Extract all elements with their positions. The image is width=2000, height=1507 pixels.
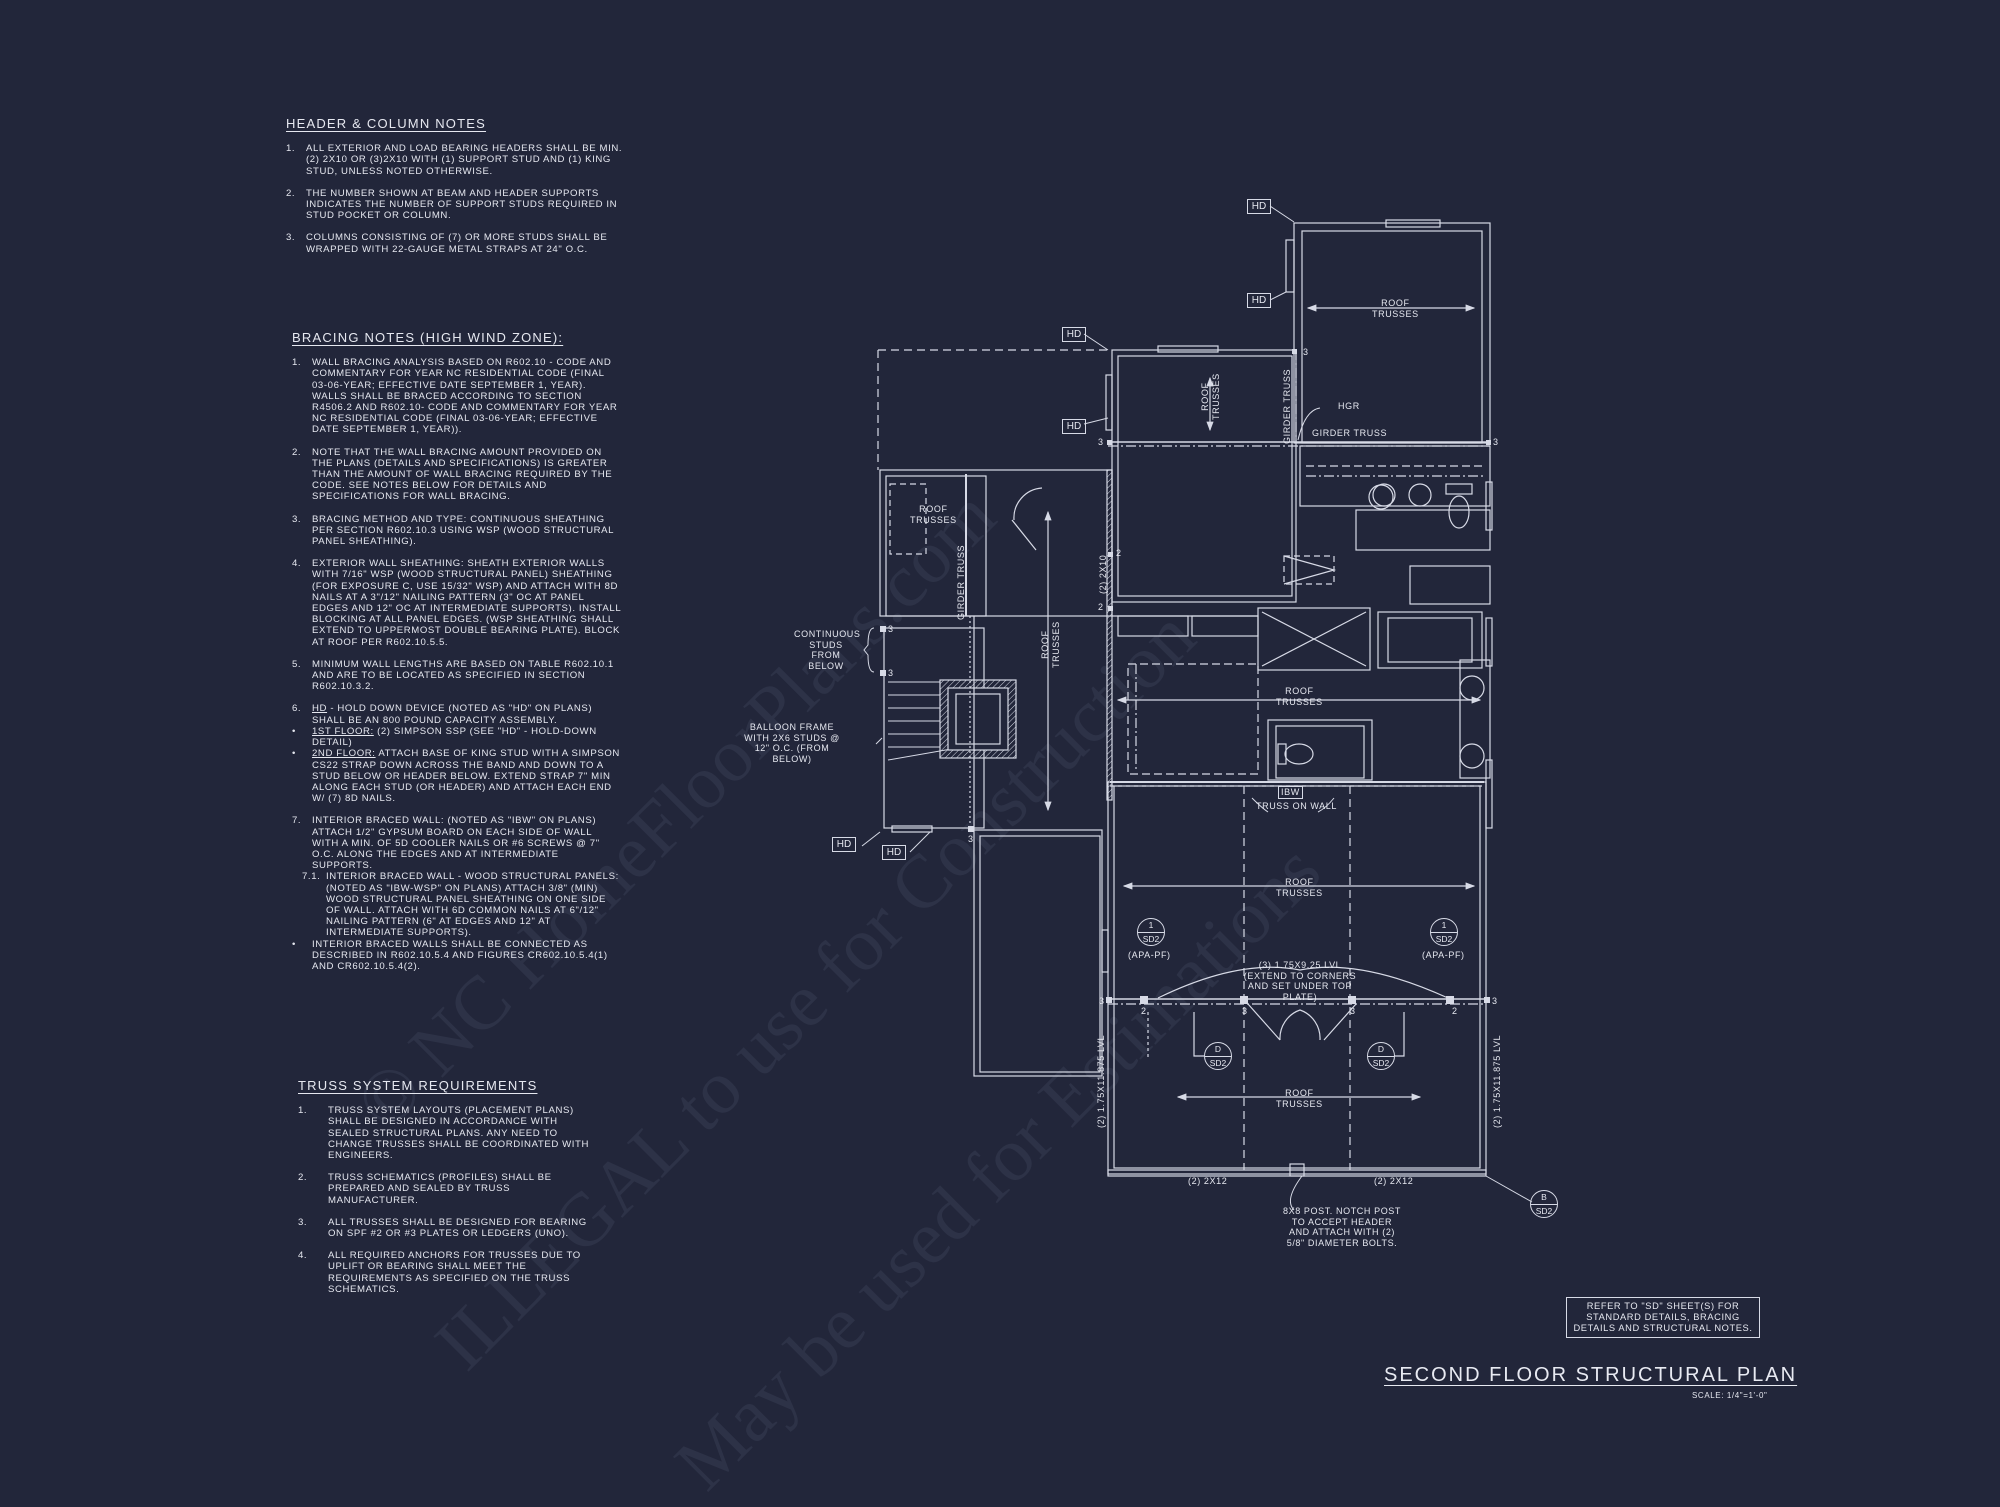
- shower: [1257, 607, 1371, 671]
- header-2x12-label-left: (2) 2x12: [1188, 1176, 1228, 1186]
- header-column-notes: HEADER & COLUMN NOTES 1.ALL EXTERIOR AND…: [286, 116, 626, 266]
- balloon-frame-note: BALLOON FRAME WITH 2x6 STUDS @ 12" O.C. …: [744, 722, 840, 764]
- truss-system-requirements: TRUSS SYSTEM REQUIREMENTS 1.TRUSS SYSTEM…: [298, 1078, 598, 1306]
- stud-count: 3: [1099, 996, 1105, 1006]
- apa-pf-label-right: (APA-PF): [1422, 950, 1465, 960]
- stud-count: 2: [1452, 1006, 1458, 1016]
- hold-down-tag: HD: [1247, 199, 1271, 214]
- wall-bedroom-upper: [1293, 222, 1491, 444]
- stud-count: 3: [1350, 1006, 1356, 1016]
- hold-down-tag: HD: [832, 837, 856, 852]
- stud-count: 3: [888, 624, 894, 634]
- stud-count: 3: [1098, 437, 1104, 447]
- stud-count: 3: [1303, 347, 1309, 357]
- bracing-note-5: 5.MINIMUM WALL LENGTHS ARE BASED ON TABL…: [292, 658, 614, 693]
- side-lvl-label-right: (2) 1.75x11.875 LVL: [1492, 1034, 1502, 1128]
- hold-down-tag: HD: [1247, 293, 1271, 308]
- roof-outline-dashed: [877, 349, 1112, 470]
- sheet-title: SECOND FLOOR STRUCTURAL PLAN: [1384, 1364, 1798, 1386]
- post-note: 8x8 POST. NOTCH POST TO ACCEPT HEADER AN…: [1282, 1206, 1402, 1248]
- lvl-beam-note: (3) 1.75x9.25 LVL (EXTEND TO CORNERS AND…: [1243, 960, 1357, 1002]
- stud-count: 2: [1116, 548, 1122, 558]
- truss-requirements-heading: TRUSS SYSTEM REQUIREMENTS: [298, 1078, 538, 1093]
- side-lvl-label-left: (2) 1.75x11.875 LVL: [1096, 1034, 1106, 1128]
- header-2x10-label: (2) 2x10: [1098, 554, 1108, 594]
- truss-note-3: 3.ALL TRUSSES SHALL BE DESIGNED FOR BEAR…: [298, 1216, 587, 1240]
- stud-count: 3: [888, 668, 894, 678]
- truss-on-wall-label: TRUSS ON WALL: [1256, 801, 1337, 811]
- reference-note-box: REFER TO "SD" SHEET(S) FOR STANDARD DETA…: [1566, 1297, 1760, 1338]
- bracing-note-ibw-connection: •INTERIOR BRACED WALLS SHALL BE CONNECTE…: [292, 938, 608, 972]
- hold-down-tag: HD: [1062, 419, 1086, 434]
- header-note-2: 2.THE NUMBER SHOWN AT BEAM AND HEADER SU…: [286, 187, 618, 222]
- stud-count: 2: [1098, 602, 1104, 612]
- bracing-note-6: 6.HD - HOLD DOWN DEVICE (NOTED AS "HD" O…: [292, 703, 593, 726]
- continuous-studs-note: CONTINUOUS STUDS FROM BELOW: [794, 629, 861, 671]
- bracing-note-3: 3.BRACING METHOD AND TYPE: CONTINUOUS SH…: [292, 513, 614, 548]
- bracing-note-2: 2.NOTE THAT THE WALL BRACING AMOUNT PROV…: [292, 446, 613, 503]
- girder-truss-label-vertical: GIRDER TRUSS: [1282, 368, 1292, 444]
- stud-count: 3: [1492, 996, 1498, 1006]
- bracing-notes-heading: BRACING NOTES (HIGH WIND ZONE):: [292, 330, 564, 345]
- sheet-scale: SCALE: 1/4"=1'-0": [1692, 1391, 1768, 1400]
- stud-count: 3: [1493, 437, 1499, 447]
- bracing-note-7: 7.INTERIOR BRACED WALL: (NOTED AS "IBW" …: [292, 815, 600, 872]
- truss-note-4: 4.ALL REQUIRED ANCHORS FOR TRUSSES DUE T…: [298, 1250, 581, 1295]
- hold-down-tag: HD: [1062, 327, 1086, 342]
- bracing-note-6-second-floor: •2ND FLOOR: ATTACH BASE OF KING STUD WIT…: [292, 748, 620, 805]
- apa-pf-label-left: (APA-PF): [1128, 950, 1171, 960]
- girder-truss-label-vertical: GIRDER TRUSS: [956, 544, 966, 620]
- bracing-notes: BRACING NOTES (HIGH WIND ZONE): 1.WALL B…: [292, 330, 622, 972]
- truss-note-2: 2.TRUSS SCHEMATICS (PROFILES) SHALL BE P…: [298, 1172, 552, 1206]
- bracing-note-6-first-floor: •1ST FLOOR: (2) SIMPSON SSP (SEE "HD" - …: [292, 725, 597, 749]
- ibw-tag: IBW: [1278, 786, 1303, 799]
- header-column-notes-heading: HEADER & COLUMN NOTES: [286, 116, 487, 131]
- header-2x12-label-right: (2) 2x12: [1374, 1176, 1414, 1186]
- bracing-note-1: 1.WALL BRACING ANALYSIS BASED ON R602.10…: [292, 357, 618, 436]
- stud-count: 3: [1242, 1006, 1248, 1016]
- truss-note-1: 1.TRUSS SYSTEM LAYOUTS (PLACEMENT PLANS)…: [298, 1105, 590, 1162]
- girder-truss-label: GIRDER TRUSS: [1312, 428, 1388, 438]
- stud-count: 3: [968, 834, 974, 844]
- hold-down-tag: HD: [882, 845, 906, 860]
- bracing-note-7-1: 7.1.INTERIOR BRACED WALL - WOOD STRUCTUR…: [302, 871, 619, 939]
- hanger-label: HGR: [1338, 401, 1360, 411]
- stud-count: 2: [1141, 1006, 1147, 1016]
- wall-bonus-room: [1107, 781, 1487, 1175]
- bathtub: [1377, 611, 1483, 669]
- bracing-note-4: 4.EXTERIOR WALL SHEATHING: SHEATH EXTERI…: [292, 558, 621, 648]
- header-note-1: 1.ALL EXTERIOR AND LOAD BEARING HEADERS …: [286, 143, 623, 177]
- header-note-3: 3.COLUMNS CONSISTING OF (7) OR MORE STUD…: [286, 232, 608, 255]
